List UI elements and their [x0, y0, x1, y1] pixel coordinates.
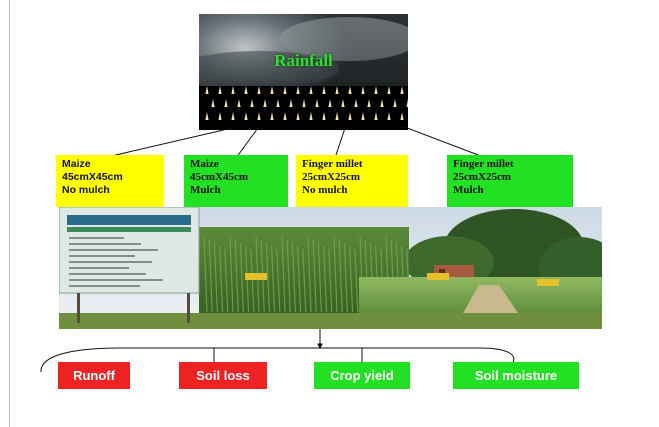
treatment-spacing: 45cmX45cm — [62, 171, 123, 183]
treatment-spacing: 25cmX25cm — [453, 171, 512, 183]
treatment-crop: Maize — [190, 158, 219, 170]
treatment-mulch: Mulch — [453, 184, 484, 196]
left-border-line — [9, 0, 10, 427]
outcome-runoff: Runoff — [58, 362, 130, 389]
treatment-box-maize-mulch: Maize 45cmX45cm Mulch — [184, 155, 288, 207]
outcome-soil-loss: Soil loss — [179, 362, 267, 389]
treatment-spacing: 25cmX25cm — [302, 171, 361, 183]
treatment-box-millet-mulch: Finger millet 25cmX25cm Mulch — [447, 155, 573, 207]
treatment-box-millet-no-mulch: Finger millet 25cmX25cm No mulch — [296, 155, 408, 207]
treatment-crop: Finger millet — [453, 158, 514, 170]
treatment-crop: Finger millet — [302, 158, 363, 170]
rainfall-title: Rainfall — [274, 51, 333, 70]
treatment-mulch: Mulch — [190, 184, 221, 196]
treatment-box-maize-no-mulch: Maize 45cmX45cm No mulch — [56, 155, 164, 207]
treatment-mulch: No mulch — [62, 184, 110, 196]
outcome-soil-moisture: Soil moisture — [453, 362, 579, 389]
treatment-spacing: 45cmX45cm — [190, 171, 249, 183]
treatment-mulch: No mulch — [302, 184, 348, 196]
treatment-crop: Maize — [62, 158, 91, 170]
field-photo — [59, 207, 602, 329]
outcome-crop-yield: Crop yield — [314, 362, 410, 389]
rainfall-image: Rainfall — [199, 14, 408, 130]
